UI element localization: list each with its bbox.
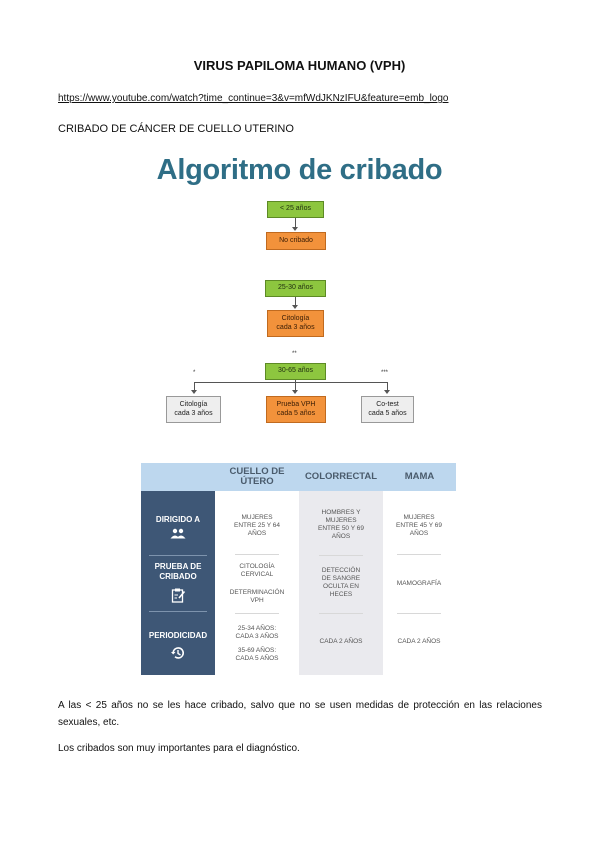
algorithm-title: Algoritmo de cribado <box>156 154 443 186</box>
box-label: Citología <box>179 401 208 409</box>
cell-cuello-prueba-2: DETERMINACIÓN VPH <box>229 589 285 605</box>
screening-table: CUELLO DE ÚTERO COLORRECTAL MAMA DIRIGID… <box>141 463 456 675</box>
divider <box>149 611 207 612</box>
box-25-30-label: 25-30 años <box>277 284 314 292</box>
cell-cuello-periodicidad-1: 25-34 AÑOS: CADA 3 AÑOS <box>235 625 279 641</box>
cell-colorrectal-prueba: DETECCIÓN DE SANGRE OCULTA EN HECES <box>321 567 361 599</box>
document-title: VIRUS PAPILOMA HUMANO (VPH) <box>193 58 406 73</box>
box-under-25: < 25 años <box>267 201 324 218</box>
cell-cuello-periodicidad-2: 35-69 AÑOS: CADA 5 AÑOS <box>235 647 279 663</box>
youtube-link[interactable]: https://www.youtube.com/watch?time_conti… <box>58 93 449 104</box>
box-30-65: 30-65 años <box>265 363 326 380</box>
box-prueba-vph: Prueba VPH cada 5 años <box>266 396 326 423</box>
cell-cuello-dirigido: MUJERES ENTRE 25 Y 64 AÑOS <box>234 514 281 538</box>
divider <box>235 554 279 555</box>
header-cuello: CUELLO DE ÚTERO <box>215 463 299 491</box>
arrow-icon <box>292 305 298 309</box>
arrow-icon <box>292 390 298 394</box>
arrow-icon <box>384 390 390 394</box>
divider <box>149 555 207 556</box>
row-label-dirigido: DIRIGIDO A <box>155 515 201 524</box>
divider <box>235 613 279 614</box>
divider <box>319 555 363 556</box>
connector-line <box>295 218 296 227</box>
clipboard-pen-icon <box>141 587 215 606</box>
cell-cuello-prueba-1: CITOLOGÍA CERVICAL <box>239 563 275 579</box>
marker-single: * <box>193 370 196 376</box>
paragraph-cribado-note: A las < 25 años no se les hace cribado, … <box>58 700 542 728</box>
history-icon <box>141 645 215 664</box>
people-icon <box>141 528 215 542</box>
paragraph-importance: Los cribados son muy importantes para el… <box>58 743 300 754</box>
colorrectal-column-bg <box>299 491 383 675</box>
box-30-65-label: 30-65 años <box>277 367 314 375</box>
arrow-icon <box>292 227 298 231</box>
box-freq: cada 5 años <box>276 409 316 417</box>
box-25-30: 25-30 años <box>265 280 326 297</box>
box-co-test: Co-test cada 5 años <box>361 396 414 423</box>
header-mama: MAMA <box>383 463 456 491</box>
divider <box>397 554 441 555</box>
cell-mama-periodicidad: CADA 2 AÑOS <box>397 638 441 645</box>
row-label-periodicidad: PERIODICIDAD <box>148 631 208 640</box>
divider <box>319 613 363 614</box>
box-citologia-label: Citología <box>281 315 310 323</box>
box-citologia-freq: cada 3 años <box>276 323 315 331</box>
row-labels-column: DIRIGIDO A PRUEBA DE CRIBADO PERIODICIDA… <box>141 491 215 675</box>
box-citologia-30-65: Citología cada 3 años <box>166 396 221 423</box>
connector-line <box>387 382 388 390</box>
header-colorrectal: COLORRECTAL <box>299 463 383 491</box>
box-no-cribado-label: No cribado <box>279 236 313 244</box>
cell-mama-prueba: MAMOGRAFÍA <box>396 580 442 587</box>
arrow-icon <box>191 390 197 394</box>
connector-line <box>194 382 195 390</box>
marker-double: ** <box>292 351 297 357</box>
box-freq: cada 3 años <box>174 409 213 417</box>
cell-colorrectal-dirigido: HOMBRES Y MUJERES ENTRE 50 Y 69 AÑOS <box>317 509 364 541</box>
section-subtitle: CRIBADO DE CÁNCER DE CUELLO UTERINO <box>58 123 294 135</box>
box-freq: cada 5 años <box>368 409 407 417</box>
box-under-25-label: < 25 años <box>280 205 311 213</box>
box-label: Prueba VPH <box>276 401 316 409</box>
cell-mama-dirigido: MUJERES ENTRE 45 Y 69 AÑOS <box>395 514 442 538</box>
connector-line <box>295 297 296 305</box>
divider <box>397 613 441 614</box>
connector-horizontal <box>194 382 387 383</box>
table-corner <box>141 463 215 491</box>
row-label-prueba: PRUEBA DE CRIBADO <box>154 562 202 581</box>
box-citologia-25-30: Citología cada 3 años <box>267 310 324 337</box>
connector-line <box>295 380 296 390</box>
cell-colorrectal-periodicidad: CADA 2 AÑOS <box>319 638 363 645</box>
box-label: Co-test <box>376 401 399 409</box>
marker-triple: *** <box>381 370 389 376</box>
box-no-cribado: No cribado <box>266 232 326 250</box>
